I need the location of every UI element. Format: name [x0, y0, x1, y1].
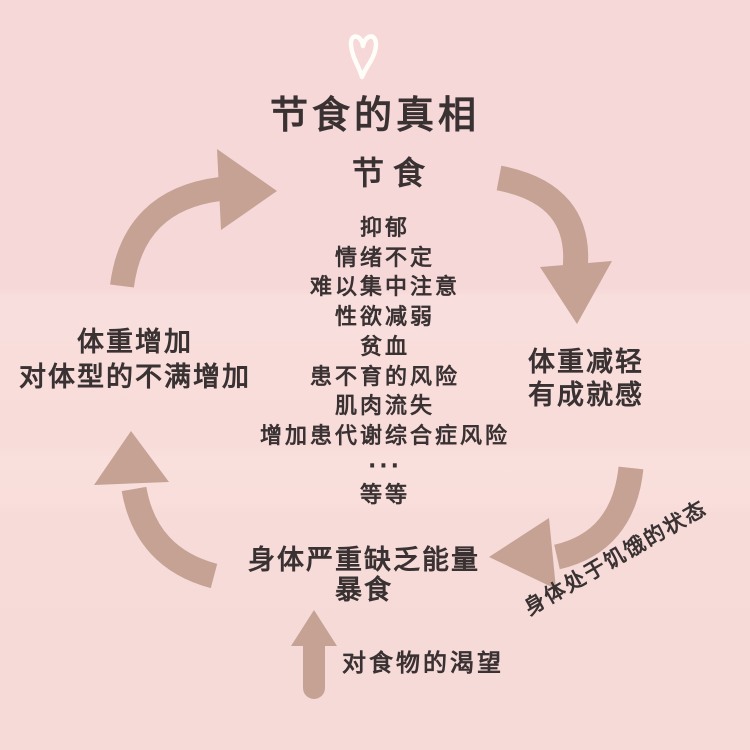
effect-item: 情绪不定: [334, 245, 435, 271]
effect-item: 肌肉流失: [334, 394, 435, 420]
arrow-bottom-right-icon: [489, 466, 644, 589]
arrow-top-left-icon: [110, 149, 277, 288]
arrow-top-right-icon: [496, 165, 612, 324]
node-energy-deficit-line1: 身体严重缺乏能量: [248, 545, 480, 576]
arrow-up-icon: [291, 610, 337, 699]
node-energy-deficit: 身体严重缺乏能量 暴食: [0, 546, 728, 606]
effect-item: 等等: [359, 483, 410, 509]
effect-item: 抑郁: [359, 216, 410, 241]
effect-item: 增加患代谢综合症风险: [259, 423, 510, 449]
node-weight-loss: 体重减轻 有成就感: [466, 346, 706, 412]
effect-item: ···: [367, 453, 403, 479]
heart-icon: [348, 34, 379, 80]
node-energy-deficit-line2: 暴食: [335, 575, 393, 606]
node-dieting: 节食: [351, 154, 434, 192]
arrow-bottom-left-icon: [94, 431, 218, 589]
node-weight-loss-line1: 体重减轻: [528, 347, 644, 378]
node-weight-loss-line2: 有成就感: [528, 380, 644, 411]
effect-item: 患不育的风险: [309, 364, 460, 390]
effect-item: 性欲减弱: [334, 305, 435, 331]
node-weight-gain-line1: 体重增加: [77, 327, 193, 358]
effects-list: 抑郁 情绪不定 难以集中注意 性欲减弱 贫血 患不育的风险 肌肉流失 增加患代谢…: [10, 214, 750, 511]
page-title: 节食的真相: [269, 93, 480, 137]
effect-item: 贫血: [359, 334, 410, 360]
effect-item: 难以集中注意: [309, 275, 460, 301]
annotation-craving: 对食物的渴望: [342, 649, 504, 677]
node-weight-gain: 体重增加 对体型的不满增加: [10, 325, 260, 395]
node-weight-gain-line2: 对体型的不满增加: [19, 362, 251, 393]
